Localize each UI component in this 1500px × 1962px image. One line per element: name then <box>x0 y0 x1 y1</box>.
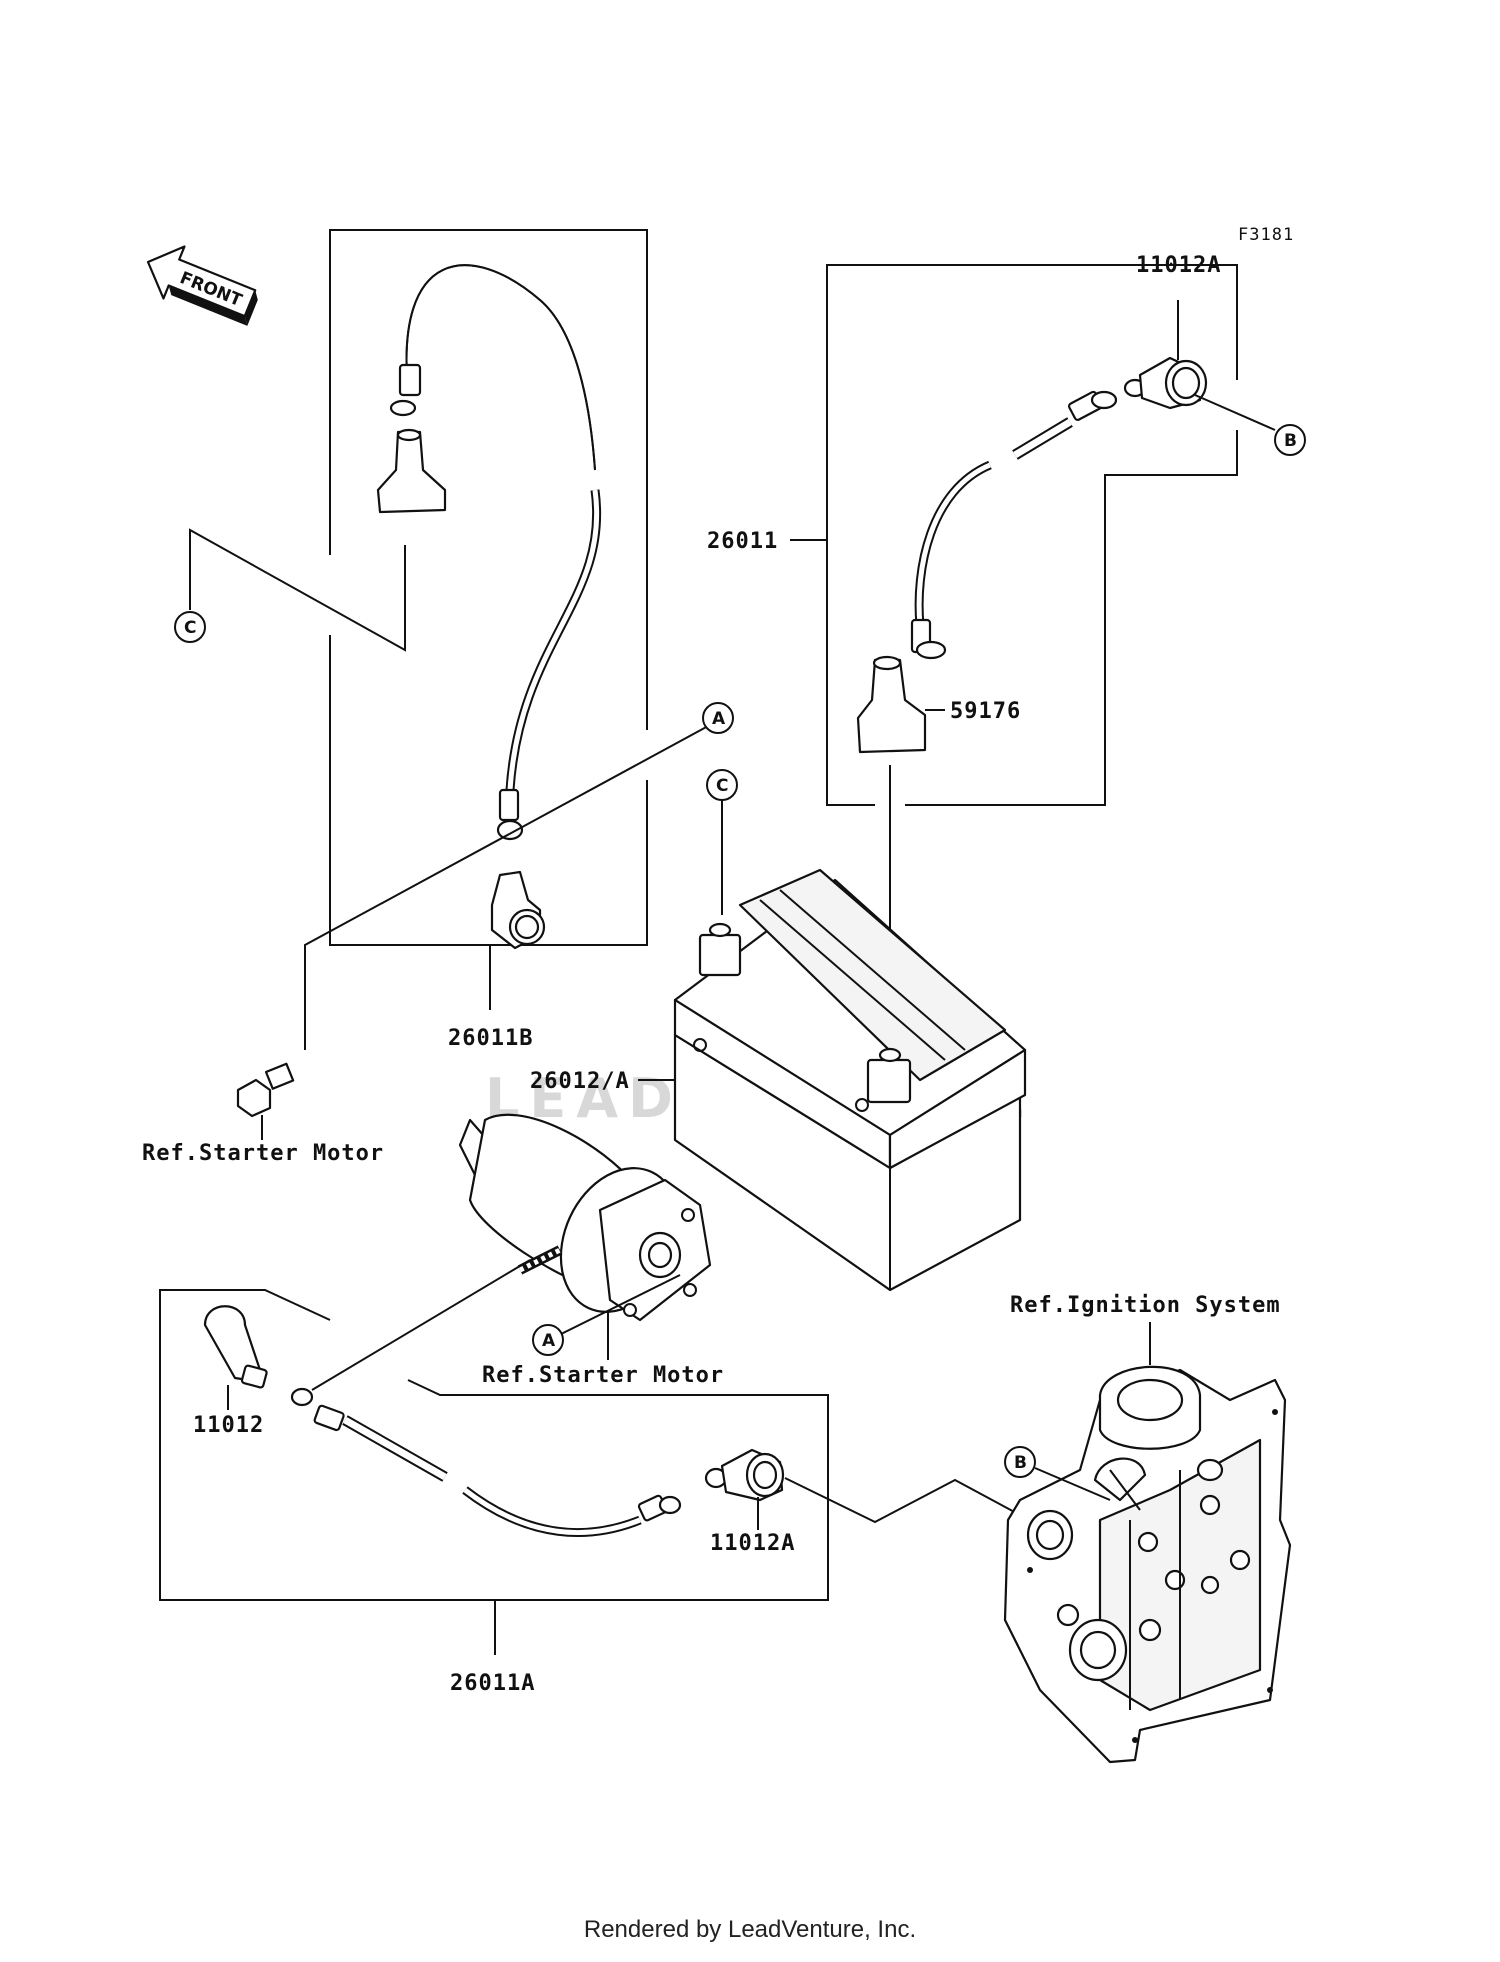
label-26011: 26011 <box>707 529 778 554</box>
cable-26011A-group: 11012 11012A 26011A <box>159 1259 829 1696</box>
callout-b-right: B <box>1274 424 1306 456</box>
label-11012: 11012 <box>193 1413 264 1438</box>
callout-a-bottom: A <box>532 1324 564 1356</box>
label-11012A-top: 11012A <box>1136 253 1221 278</box>
cable-26011B-group: 26011B <box>329 229 648 1051</box>
callout-c-battery: C <box>706 769 738 801</box>
label-ref-ignition: Ref.Ignition System <box>1010 1293 1281 1318</box>
label-ref-starter-top: Ref.Starter Motor <box>142 1141 384 1166</box>
footer-credit: Rendered by LeadVenture, Inc. <box>583 1916 917 1943</box>
callout-a-top: A <box>702 702 734 734</box>
starter-motor-icon <box>458 1113 712 1322</box>
front-arrow-icon: FRONT <box>146 245 258 326</box>
callout-c-left: C <box>174 611 206 643</box>
svg-text:C: C <box>184 618 196 638</box>
figure-id: F3181 <box>1238 225 1294 245</box>
svg-text:B: B <box>1014 1453 1027 1473</box>
cable-26011-group: 26011 11012A 59176 <box>707 253 1238 1060</box>
label-59176: 59176 <box>950 699 1021 724</box>
label-11012A-bottom: 11012A <box>710 1531 795 1556</box>
label-26012A: 26012/A <box>530 1069 630 1094</box>
svg-text:B: B <box>1284 431 1297 451</box>
svg-text:A: A <box>712 709 726 729</box>
battery-icon <box>673 868 1027 1292</box>
label-ref-starter-bottom: Ref.Starter Motor <box>482 1363 724 1388</box>
bolt-icon <box>236 1062 295 1140</box>
svg-text:C: C <box>716 776 728 796</box>
label-26011A: 26011A <box>450 1671 535 1696</box>
label-26011B: 26011B <box>448 1026 533 1051</box>
svg-text:A: A <box>542 1331 556 1351</box>
callout-b-bottom: B <box>1004 1446 1036 1478</box>
ignition-housing-icon <box>1003 1365 1292 1764</box>
